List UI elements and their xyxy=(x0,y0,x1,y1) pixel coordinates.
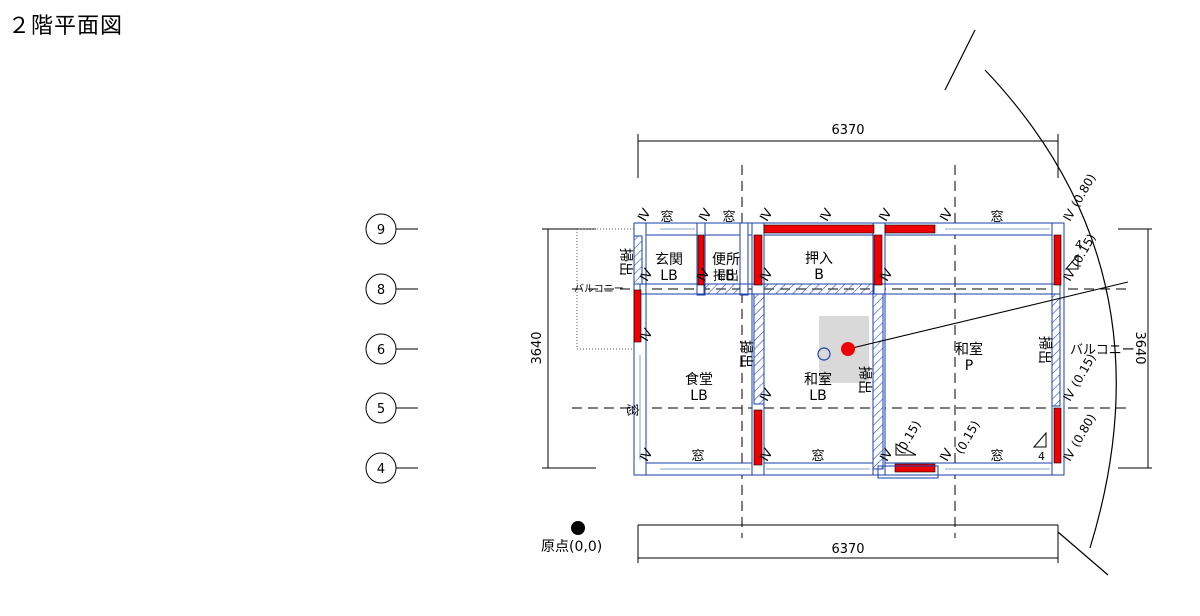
grid-label-8: 8 xyxy=(377,283,385,298)
room-entrance-name: 玄関 xyxy=(655,251,683,268)
coef-bottom-015-b: (0.15) xyxy=(952,418,982,456)
wall-grade-label: Ⅳ xyxy=(937,206,956,224)
grid-label-9: 9 xyxy=(377,223,385,238)
grid-row-markers: 9 8 6 5 4 xyxy=(365,213,418,484)
room-japanese-lb-name: 和室 xyxy=(804,371,832,388)
vertical-labels: 掃出 掃出 掃出 掃出 xyxy=(617,248,1053,394)
sweep-out-label: 掃出 xyxy=(737,340,754,368)
svg-text:(0.80): (0.80) xyxy=(1068,171,1098,209)
window-label: 窓 xyxy=(660,209,673,225)
room-japanese-p-name: 和室 xyxy=(955,341,983,358)
grid-label-4: 4 xyxy=(377,462,385,477)
room-dining-name: 食堂 xyxy=(685,371,713,388)
dimension-bottom: 6370 xyxy=(831,542,864,557)
room-toilet-code: LB xyxy=(717,268,734,284)
page-title: ２階平面図 xyxy=(8,14,124,39)
origin-label: 原点(0,0) xyxy=(541,539,602,555)
north-arc xyxy=(944,29,1117,576)
grid-marker-4: 4 xyxy=(365,452,418,484)
window-label: 窓 xyxy=(691,448,704,464)
grid-marker-6: 6 xyxy=(365,333,418,365)
balcony-label-right: バルコニー xyxy=(1070,343,1135,358)
svg-text:Ⅳ: Ⅳ xyxy=(1060,207,1078,224)
dimension-left: 3640 xyxy=(530,331,545,364)
sweep-out-label: 掃出 xyxy=(617,248,634,276)
coef-bottom-right-080: Ⅳ (0.80) xyxy=(1060,411,1098,463)
room-japanese-p-code: P xyxy=(965,358,973,374)
svg-text:(0.15): (0.15) xyxy=(1068,231,1098,269)
slope-value: 4 xyxy=(1038,450,1045,463)
center-marker xyxy=(817,347,831,361)
wall-grade-label: Ⅳ xyxy=(635,206,654,224)
slope-value: 4 xyxy=(1075,238,1082,251)
hatched-walls xyxy=(633,235,1061,470)
sweep-out-label: 掃出 xyxy=(856,366,873,394)
room-closet-code: B xyxy=(814,267,824,283)
grid-label-6: 6 xyxy=(377,343,385,358)
grid-marker-5: 5 xyxy=(365,392,418,424)
wall-grade-label: Ⅳ xyxy=(817,206,836,224)
sweep-out-label: 掃出 xyxy=(1036,336,1053,364)
balcony-label-left: バルコニー xyxy=(574,283,624,295)
grid-label-5: 5 xyxy=(377,402,385,417)
room-labels: 玄関 LB 便所 LB 押入 B 食堂 LB 和室 LB 和室 P xyxy=(655,251,983,404)
room-entrance-code: LB xyxy=(660,268,677,284)
svg-text:(0.80): (0.80) xyxy=(1068,411,1098,449)
room-dining-code: LB xyxy=(690,388,707,404)
bearing-walls xyxy=(633,224,1062,473)
room-toilet-name: 便所 xyxy=(712,252,740,268)
room-closet-name: 押入 xyxy=(805,251,833,267)
room-japanese-lb-code: LB xyxy=(809,388,826,404)
svg-text:(0.15): (0.15) xyxy=(952,418,982,456)
grid-marker-8: 8 xyxy=(365,273,418,305)
window-label: 窓 xyxy=(811,448,824,464)
dimension-lines xyxy=(542,134,1152,563)
leader-line xyxy=(847,281,1129,350)
window-label: 窓 xyxy=(624,403,640,416)
center-of-gravity-marker xyxy=(841,342,855,356)
grid-marker-9: 9 xyxy=(365,213,418,245)
coef-top-right-080: Ⅳ (0.80) xyxy=(1060,171,1098,223)
window-labels: 窓 窓 窓 窓 窓 窓 窓 xyxy=(624,209,1004,464)
dimension-top: 6370 xyxy=(831,123,864,138)
window-label: 窓 xyxy=(722,209,735,225)
window-label: 窓 xyxy=(990,209,1003,225)
origin-marker xyxy=(571,521,585,535)
wall-grade-label: Ⅳ xyxy=(757,206,776,224)
dimension-right: 3640 xyxy=(1132,331,1147,364)
window-strips xyxy=(639,228,1050,470)
left-balcony-outline xyxy=(576,228,640,350)
coef-right-015-lower: Ⅳ (0.15) xyxy=(1060,351,1098,403)
window-label: 窓 xyxy=(990,448,1003,464)
slope-markers: 4 4 xyxy=(895,238,1082,463)
wall-grade-label: Ⅳ xyxy=(876,206,895,224)
window-bay xyxy=(877,465,939,479)
wall-grade-label: Ⅳ xyxy=(696,206,715,224)
toilet-sweep-overlap: 掃出 xyxy=(713,268,739,284)
